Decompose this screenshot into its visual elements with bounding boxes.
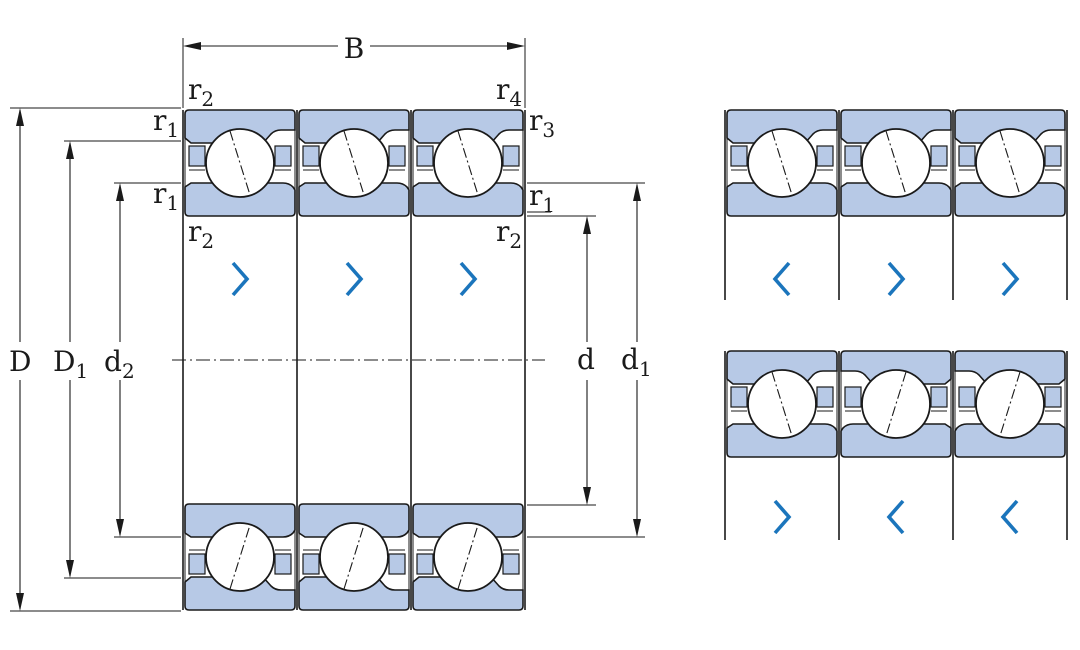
label-d2: d2 bbox=[104, 345, 135, 383]
label-D1: D1 bbox=[53, 345, 88, 383]
label-r2-top: r2 bbox=[188, 73, 214, 111]
bottom-right-chevron-left-icon bbox=[1000, 499, 1019, 535]
arrangement-top-right bbox=[724, 109, 1068, 300]
top-right-chevron-left-icon bbox=[772, 261, 791, 297]
bearing-bottom-2 bbox=[298, 503, 410, 611]
label-r1-top: r1 bbox=[153, 104, 179, 142]
bearing-tr-2 bbox=[840, 109, 952, 217]
main-chevron-right-icon bbox=[231, 261, 250, 297]
bearing-br-2 bbox=[841, 351, 951, 457]
label-r2-below-left: r2 bbox=[188, 215, 214, 253]
label-r1-mid: r1 bbox=[153, 177, 179, 215]
bearing-tr-3 bbox=[954, 109, 1066, 217]
label-d1: d1 bbox=[621, 343, 652, 381]
dimensions: B D bbox=[9, 32, 652, 612]
main-bearing-set bbox=[172, 109, 545, 611]
label-d: d bbox=[577, 343, 595, 376]
top-right-chevron-right-icon bbox=[1001, 261, 1020, 297]
main-chevron-right-icon bbox=[459, 261, 478, 297]
top-right-chevron-right-icon bbox=[887, 261, 906, 297]
bearing-top-2 bbox=[298, 109, 410, 217]
main-chevron-right-icon bbox=[345, 261, 364, 297]
label-r3: r3 bbox=[529, 104, 555, 142]
bearing-br-3 bbox=[955, 351, 1065, 457]
label-D: D bbox=[9, 345, 31, 378]
label-r4: r4 bbox=[496, 73, 522, 111]
bearing-top-1 bbox=[184, 109, 296, 217]
bearing-bottom-1 bbox=[184, 503, 296, 611]
label-B: B bbox=[344, 32, 365, 65]
label-r2-below-right: r2 bbox=[496, 215, 522, 253]
label-r1-right: r1 bbox=[529, 179, 555, 217]
bottom-right-chevron-right-icon bbox=[773, 499, 792, 535]
arrangement-bottom-right bbox=[724, 350, 1068, 540]
bottom-right-chevron-left-icon bbox=[886, 499, 905, 535]
bearing-bottom-3 bbox=[412, 503, 524, 611]
bearing-tr-1 bbox=[726, 109, 838, 217]
bearing-top-3 bbox=[412, 109, 524, 217]
bearing-br-1 bbox=[726, 350, 838, 458]
